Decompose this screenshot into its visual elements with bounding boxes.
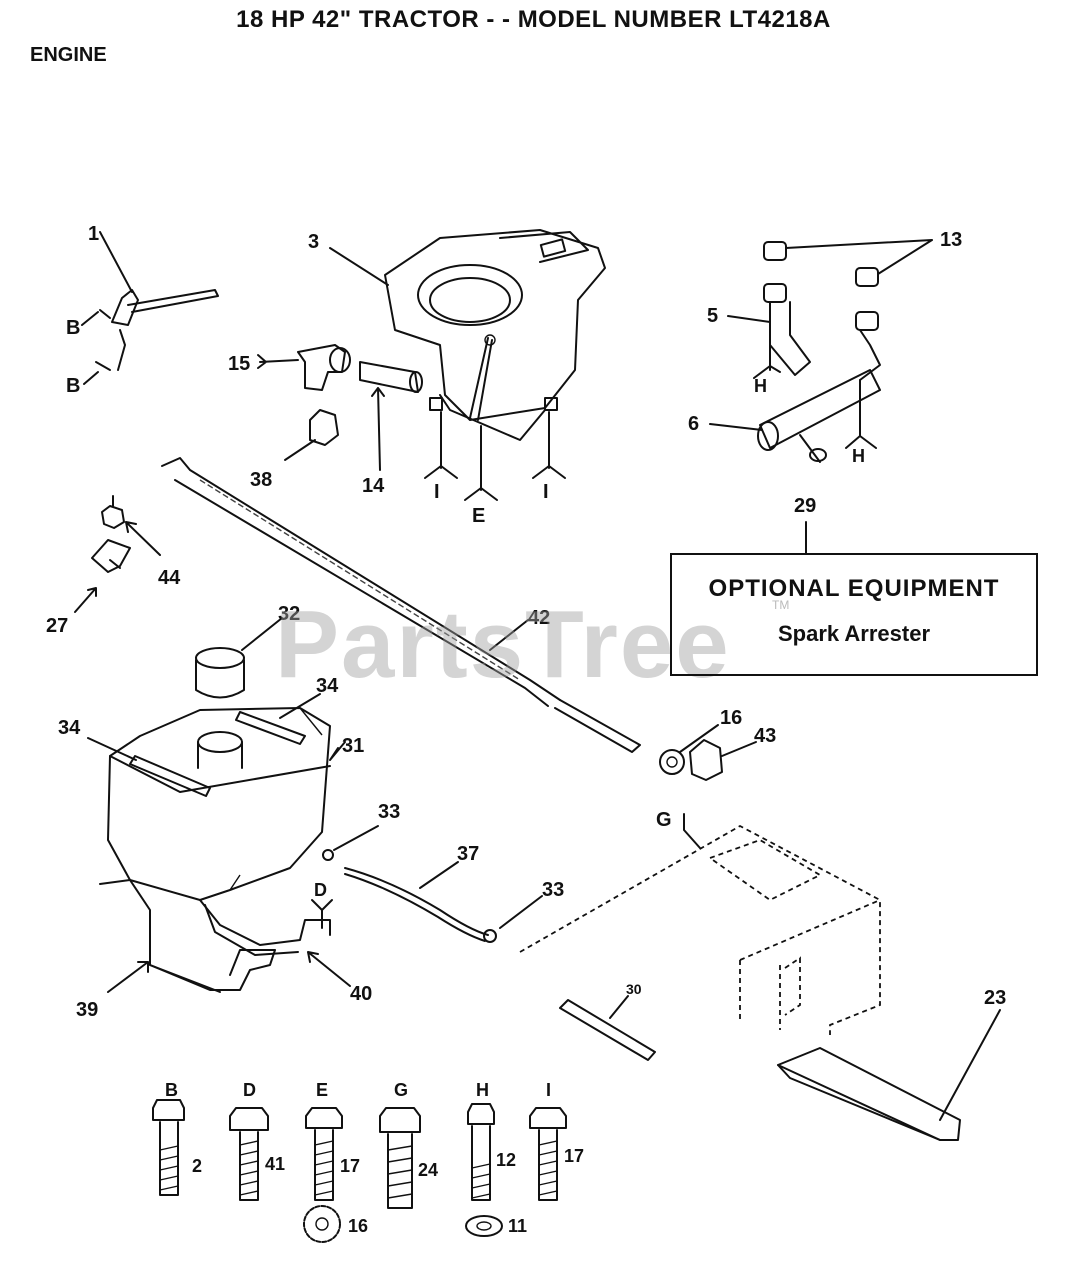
- callout-33-lower: 33: [542, 879, 564, 901]
- hardware-bolt-g[interactable]: [379, 1107, 421, 1209]
- hardware-part-17-i: 17: [564, 1146, 584, 1166]
- hardware-lock-washer-e[interactable]: [303, 1205, 341, 1243]
- hardware-letter-i: I: [546, 1080, 551, 1100]
- leader-1: [99, 231, 133, 293]
- part-37-fuel-line[interactable]: [344, 867, 489, 942]
- part-6-muffler[interactable]: [757, 329, 881, 463]
- callout-29: 29: [794, 495, 816, 517]
- callout-13: 13: [940, 229, 962, 251]
- callout-43: 43: [754, 725, 776, 747]
- callout-6: 6: [688, 413, 699, 435]
- part-33-clamp-lower[interactable]: [483, 929, 497, 943]
- part-13-gaskets[interactable]: [763, 241, 879, 331]
- ref-i-2: I: [543, 481, 549, 503]
- ref-d: D: [314, 880, 327, 900]
- part-39-tank-bracket[interactable]: [99, 879, 276, 993]
- callout-23: 23: [984, 987, 1006, 1009]
- leader-5: [727, 315, 771, 323]
- part-44-nut[interactable]: [101, 495, 125, 529]
- hardware-part-24: 24: [418, 1160, 438, 1180]
- hardware-bolt-h[interactable]: [467, 1103, 495, 1201]
- callout-5: 5: [707, 305, 718, 327]
- optional-equipment-title: OPTIONAL EQUIPMENT: [708, 575, 1000, 602]
- callout-27: 27: [46, 615, 68, 637]
- hardware-part-2: 2: [192, 1156, 202, 1176]
- part-43-nut[interactable]: [689, 739, 723, 781]
- hardware-row: B 2 D 41 E 17 16 G 24: [152, 1080, 584, 1243]
- callout-16: 16: [720, 707, 742, 729]
- callout-3: 3: [308, 231, 319, 253]
- callout-42: 42: [528, 607, 550, 629]
- part-33-clamp-upper[interactable]: [322, 849, 334, 861]
- hardware-letter-h: H: [476, 1080, 489, 1100]
- watermark-tm: TM: [772, 598, 790, 612]
- hardware-letter-g: G: [394, 1080, 408, 1100]
- hardware-bolt-d[interactable]: [229, 1107, 269, 1201]
- hardware-washer-16: 16: [348, 1216, 368, 1236]
- part-16-lock-washer[interactable]: [659, 749, 685, 775]
- callout-34-right: 34: [316, 675, 339, 697]
- part-1-throttle-bracket[interactable]: [95, 289, 219, 371]
- callout-34-left: 34: [58, 717, 81, 739]
- part-34-strip-left[interactable]: [129, 755, 211, 797]
- hardware-letter-e: E: [316, 1080, 328, 1100]
- part-40-tank-strap[interactable]: [199, 899, 331, 956]
- callout-44: 44: [158, 567, 181, 589]
- ref-b-2: B: [66, 375, 80, 397]
- ref-h-2: H: [852, 446, 865, 466]
- callout-30: 30: [626, 981, 642, 997]
- callout-14: 14: [362, 475, 385, 497]
- leader-6: [709, 423, 763, 431]
- hardware-washer-11: 11: [508, 1216, 527, 1236]
- hardware-washer-h[interactable]: [465, 1215, 503, 1237]
- part-23-plate[interactable]: [777, 1047, 961, 1141]
- hardware-bolt-b[interactable]: [152, 1099, 185, 1196]
- hardware-bolt-e[interactable]: [305, 1107, 343, 1201]
- ref-h-1: H: [754, 376, 767, 396]
- hardware-part-12: 12: [496, 1150, 516, 1170]
- part-30-strip[interactable]: [559, 999, 656, 1061]
- callout-40: 40: [350, 983, 372, 1005]
- part-38-plug[interactable]: [309, 409, 339, 446]
- tractor-frame: [519, 824, 881, 1035]
- callout-39: 39: [76, 999, 98, 1021]
- optional-equipment-box: OPTIONAL EQUIPMENT Spark Arrester: [670, 553, 1038, 676]
- part-32-fuel-cap[interactable]: [195, 647, 245, 699]
- part-31-fuel-tank[interactable]: [107, 707, 331, 901]
- ref-g: G: [656, 809, 672, 831]
- callout-1: 1: [88, 223, 99, 245]
- callout-33-upper: 33: [378, 801, 400, 823]
- hardware-letter-d: D: [243, 1080, 256, 1100]
- hardware-letter-b: B: [165, 1080, 178, 1100]
- ref-b-1: B: [66, 317, 80, 339]
- section-label: ENGINE: [30, 44, 107, 66]
- callout-15: 15: [228, 353, 250, 375]
- part-34-strip-right[interactable]: [235, 711, 306, 745]
- leader-3: [329, 247, 389, 286]
- ref-i-1: I: [434, 481, 440, 503]
- callout-32: 32: [278, 603, 300, 625]
- callout-31: 31: [342, 735, 364, 757]
- part-27-bracket[interactable]: [91, 539, 131, 573]
- part-42-throttle-cable[interactable]: [161, 457, 641, 753]
- part-5-exhaust-pipe[interactable]: [769, 301, 811, 376]
- callout-38: 38: [250, 469, 272, 491]
- hardware-part-41: 41: [265, 1154, 285, 1174]
- hardware-part-17-e: 17: [340, 1156, 360, 1176]
- part-3-engine[interactable]: [384, 229, 606, 441]
- callout-37: 37: [457, 843, 479, 865]
- ref-e: E: [472, 505, 485, 527]
- part-14-tube[interactable]: [359, 361, 423, 393]
- part-15-elbow[interactable]: [297, 344, 351, 391]
- optional-equipment-item: Spark Arrester: [777, 621, 931, 646]
- page-title: 18 HP 42" TRACTOR - - MODEL NUMBER LT421…: [236, 6, 831, 33]
- hardware-bolt-i[interactable]: [529, 1107, 567, 1201]
